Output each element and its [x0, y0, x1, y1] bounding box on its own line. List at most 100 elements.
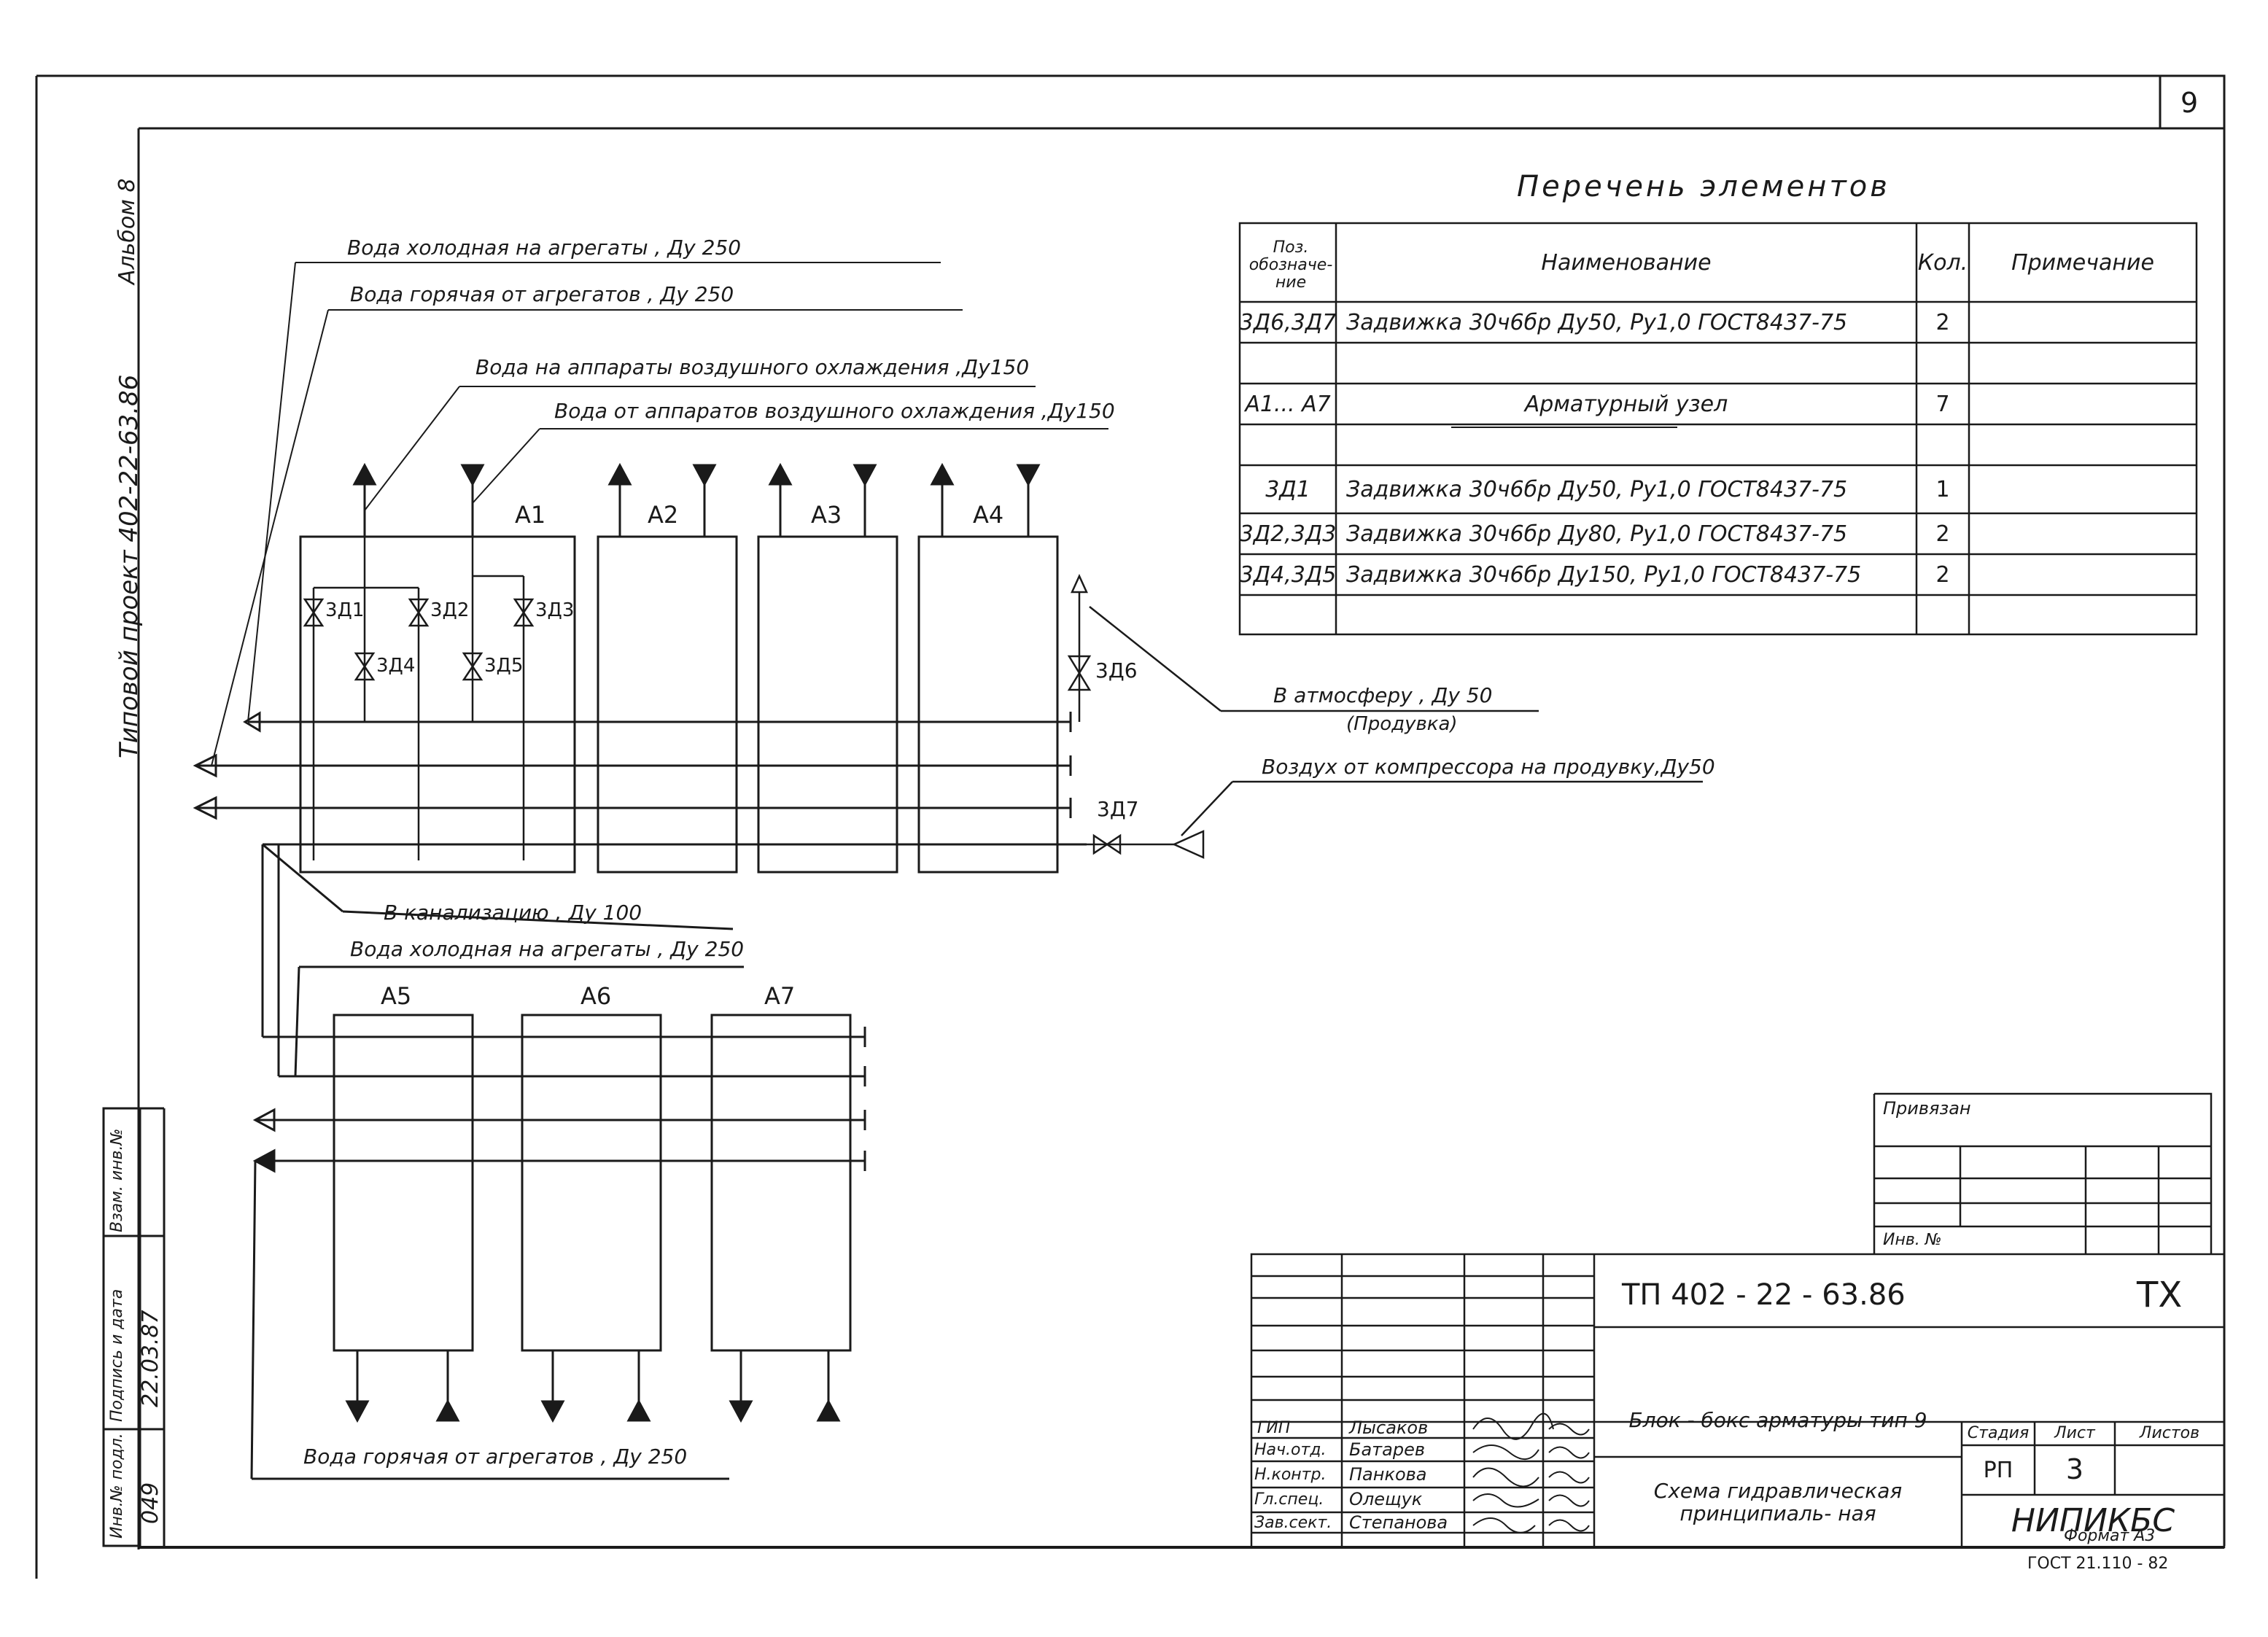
- label-cold-in-bottom: Вода холодная на агрегаты , Ду 250: [350, 937, 745, 961]
- unit-label-a5: А5: [381, 982, 412, 1010]
- role-4: Зав.сект.: [1254, 1514, 1332, 1532]
- left-stamp: [102, 1107, 166, 1547]
- label-cold-in-top: Вода холодная на агрегаты , Ду 250: [347, 236, 742, 260]
- drawing-mark: ТХ: [2137, 1275, 2183, 1315]
- sheet-number: 9: [2180, 87, 2199, 119]
- stamp-replace-inv: Взам. инв.№: [108, 1128, 126, 1232]
- row-name: Задвижка 30ч6бр Ду50, Ру1,0 ГОСТ8437-75: [1346, 309, 1848, 335]
- name-3: Олещук: [1349, 1489, 1423, 1509]
- sheet-header: Лист: [2054, 1423, 2095, 1442]
- leader-lines: [211, 262, 1108, 766]
- name-0: Лысаков: [1349, 1418, 1429, 1438]
- table-title: Перечень элементов: [1517, 170, 1890, 203]
- label-hot-out-top: Вода горячая от агрегатов , Ду 250: [350, 282, 734, 306]
- row-qty: 1: [1935, 476, 1950, 502]
- inv-no-label: Инв. №: [1883, 1231, 1942, 1249]
- sheets-header: Листов: [2139, 1423, 2200, 1442]
- role-2: Н.контр.: [1254, 1466, 1327, 1484]
- bottom-risers: [356, 1350, 830, 1407]
- valve-label-3d6: 3Д6: [1095, 658, 1138, 683]
- unit-boxes: [299, 535, 1059, 1352]
- signatures: [1472, 1412, 1590, 1533]
- table-header-pos: Поз. обозначе-ние: [1248, 238, 1333, 292]
- unit-label-a4: А4: [973, 501, 1004, 529]
- attached-block: [1873, 1092, 2213, 1254]
- row-name: Арматурный узел: [1524, 391, 1728, 417]
- lower-arrows: [252, 1108, 276, 1173]
- valve-3d6: [1067, 573, 1539, 722]
- row-name: Задвижка 30ч6бр Ду80, Ру1,0 ГОСТ8437-75: [1346, 521, 1848, 547]
- unit-label-a6: А6: [580, 982, 612, 1010]
- valve-label-3d1: 3Д1: [325, 599, 365, 621]
- unit-a5: [333, 1014, 474, 1352]
- label-from-air-coolers: Вода от аппаратов воздушного охлаждения …: [554, 399, 1115, 423]
- row-pos: 3Д4,3Д5: [1239, 561, 1337, 588]
- title-block-grid: [1250, 1253, 2226, 1549]
- stamp-inv-orig: Инв.№ подл.: [108, 1433, 126, 1539]
- unit-a4: [917, 535, 1059, 874]
- drawing-code: ТП 402 - 22 - 63.86: [1622, 1278, 1906, 1312]
- table-header-qty: Кол.: [1917, 249, 1968, 276]
- unit-a1: [299, 535, 576, 874]
- row-qty: 2: [1935, 521, 1950, 547]
- row-name: Задвижка 30ч6бр Ду150, Ру1,0 ГОСТ8437-75: [1346, 561, 1862, 588]
- attached-label: Привязан: [1883, 1098, 1971, 1119]
- stage-header: Стадия: [1967, 1423, 2030, 1442]
- label-purge: (Продувка): [1346, 713, 1458, 735]
- role-1: Нач.отд.: [1254, 1441, 1327, 1459]
- stage-value: РП: [1983, 1457, 2013, 1483]
- unit-label-a2: А2: [648, 501, 679, 529]
- project-label: Типовой проект 402-22-63.86: [114, 374, 144, 758]
- label-sewer: В канализацию , Ду 100: [384, 901, 642, 925]
- row-name: Задвижка 30ч6бр Ду50, Ру1,0 ГОСТ8437-75: [1346, 476, 1848, 502]
- name-2: Панкова: [1349, 1464, 1427, 1485]
- gost-label: ГОСТ 21.110 - 82: [2027, 1555, 2169, 1573]
- upper-header-arrows: [193, 711, 261, 820]
- row-qty: 7: [1935, 391, 1950, 417]
- unit-a3: [757, 535, 898, 874]
- bottom-riser-arrows: [345, 1399, 841, 1423]
- unit-label-a1: А1: [515, 501, 546, 529]
- valve-label-3d2: 3Д2: [430, 599, 470, 621]
- elements-table-grid: [1238, 222, 2198, 636]
- album-label: Альбом 8: [114, 178, 140, 285]
- valve-symbols-a1: [303, 598, 535, 681]
- row-pos: 3Д6,3Д7: [1239, 309, 1337, 335]
- stamp-date-value: 22.03.87: [138, 1310, 163, 1407]
- a1-inner-piping: [312, 496, 525, 860]
- valve-label-3d7: 3Д7: [1097, 797, 1139, 821]
- valve-label-3d4: 3Д4: [376, 655, 416, 677]
- riser-arrows: [352, 462, 1041, 487]
- stamp-sign-date: Подпись и дата: [108, 1288, 126, 1422]
- lower-network: [250, 843, 866, 1480]
- unit-label-a7: А7: [764, 982, 796, 1010]
- role-3: Гл.спец.: [1254, 1490, 1324, 1509]
- label-to-air-coolers: Вода на аппараты воздушного охлаждения ,…: [475, 355, 1030, 379]
- name-4: Степанова: [1349, 1512, 1448, 1533]
- row-qty: 2: [1935, 561, 1950, 588]
- unit-a7: [710, 1014, 852, 1352]
- drawing-title: Схема гидравлическая принципиаль- ная: [1653, 1479, 1903, 1525]
- riser-pipes: [363, 474, 1030, 537]
- label-air-compressor: Воздух от компрессора на продувку,Ду50: [1262, 755, 1715, 779]
- unit-label-a3: А3: [811, 501, 842, 529]
- unit-a2: [597, 535, 738, 874]
- valve-label-3d5: 3Д5: [484, 655, 524, 677]
- name-1: Батарев: [1349, 1439, 1426, 1460]
- format-label: Формат А3: [2064, 1527, 2156, 1545]
- object-name: Блок - бокс арматуры тип 9: [1628, 1407, 1927, 1432]
- role-0: ГИП: [1257, 1419, 1291, 1437]
- sheet-frame: [35, 74, 2226, 1579]
- valve-3d7: [1087, 780, 1703, 859]
- table-header-note: Примечание: [2011, 249, 2154, 276]
- stamp-inv-value: 049: [138, 1482, 163, 1524]
- table-header-name: Наименование: [1541, 249, 1712, 276]
- row-pos: А1... А7: [1245, 391, 1331, 417]
- sheets-value: [2115, 1445, 2224, 1495]
- row-pos: 3Д1: [1265, 476, 1310, 502]
- valve-label-3d3: 3Д3: [535, 599, 575, 621]
- label-to-atmosphere: В атмосферу , Ду 50: [1273, 683, 1493, 707]
- label-hot-out-bottom: Вода горячая от агрегатов , Ду 250: [303, 1444, 688, 1469]
- sheet-value: 3: [2065, 1453, 2084, 1486]
